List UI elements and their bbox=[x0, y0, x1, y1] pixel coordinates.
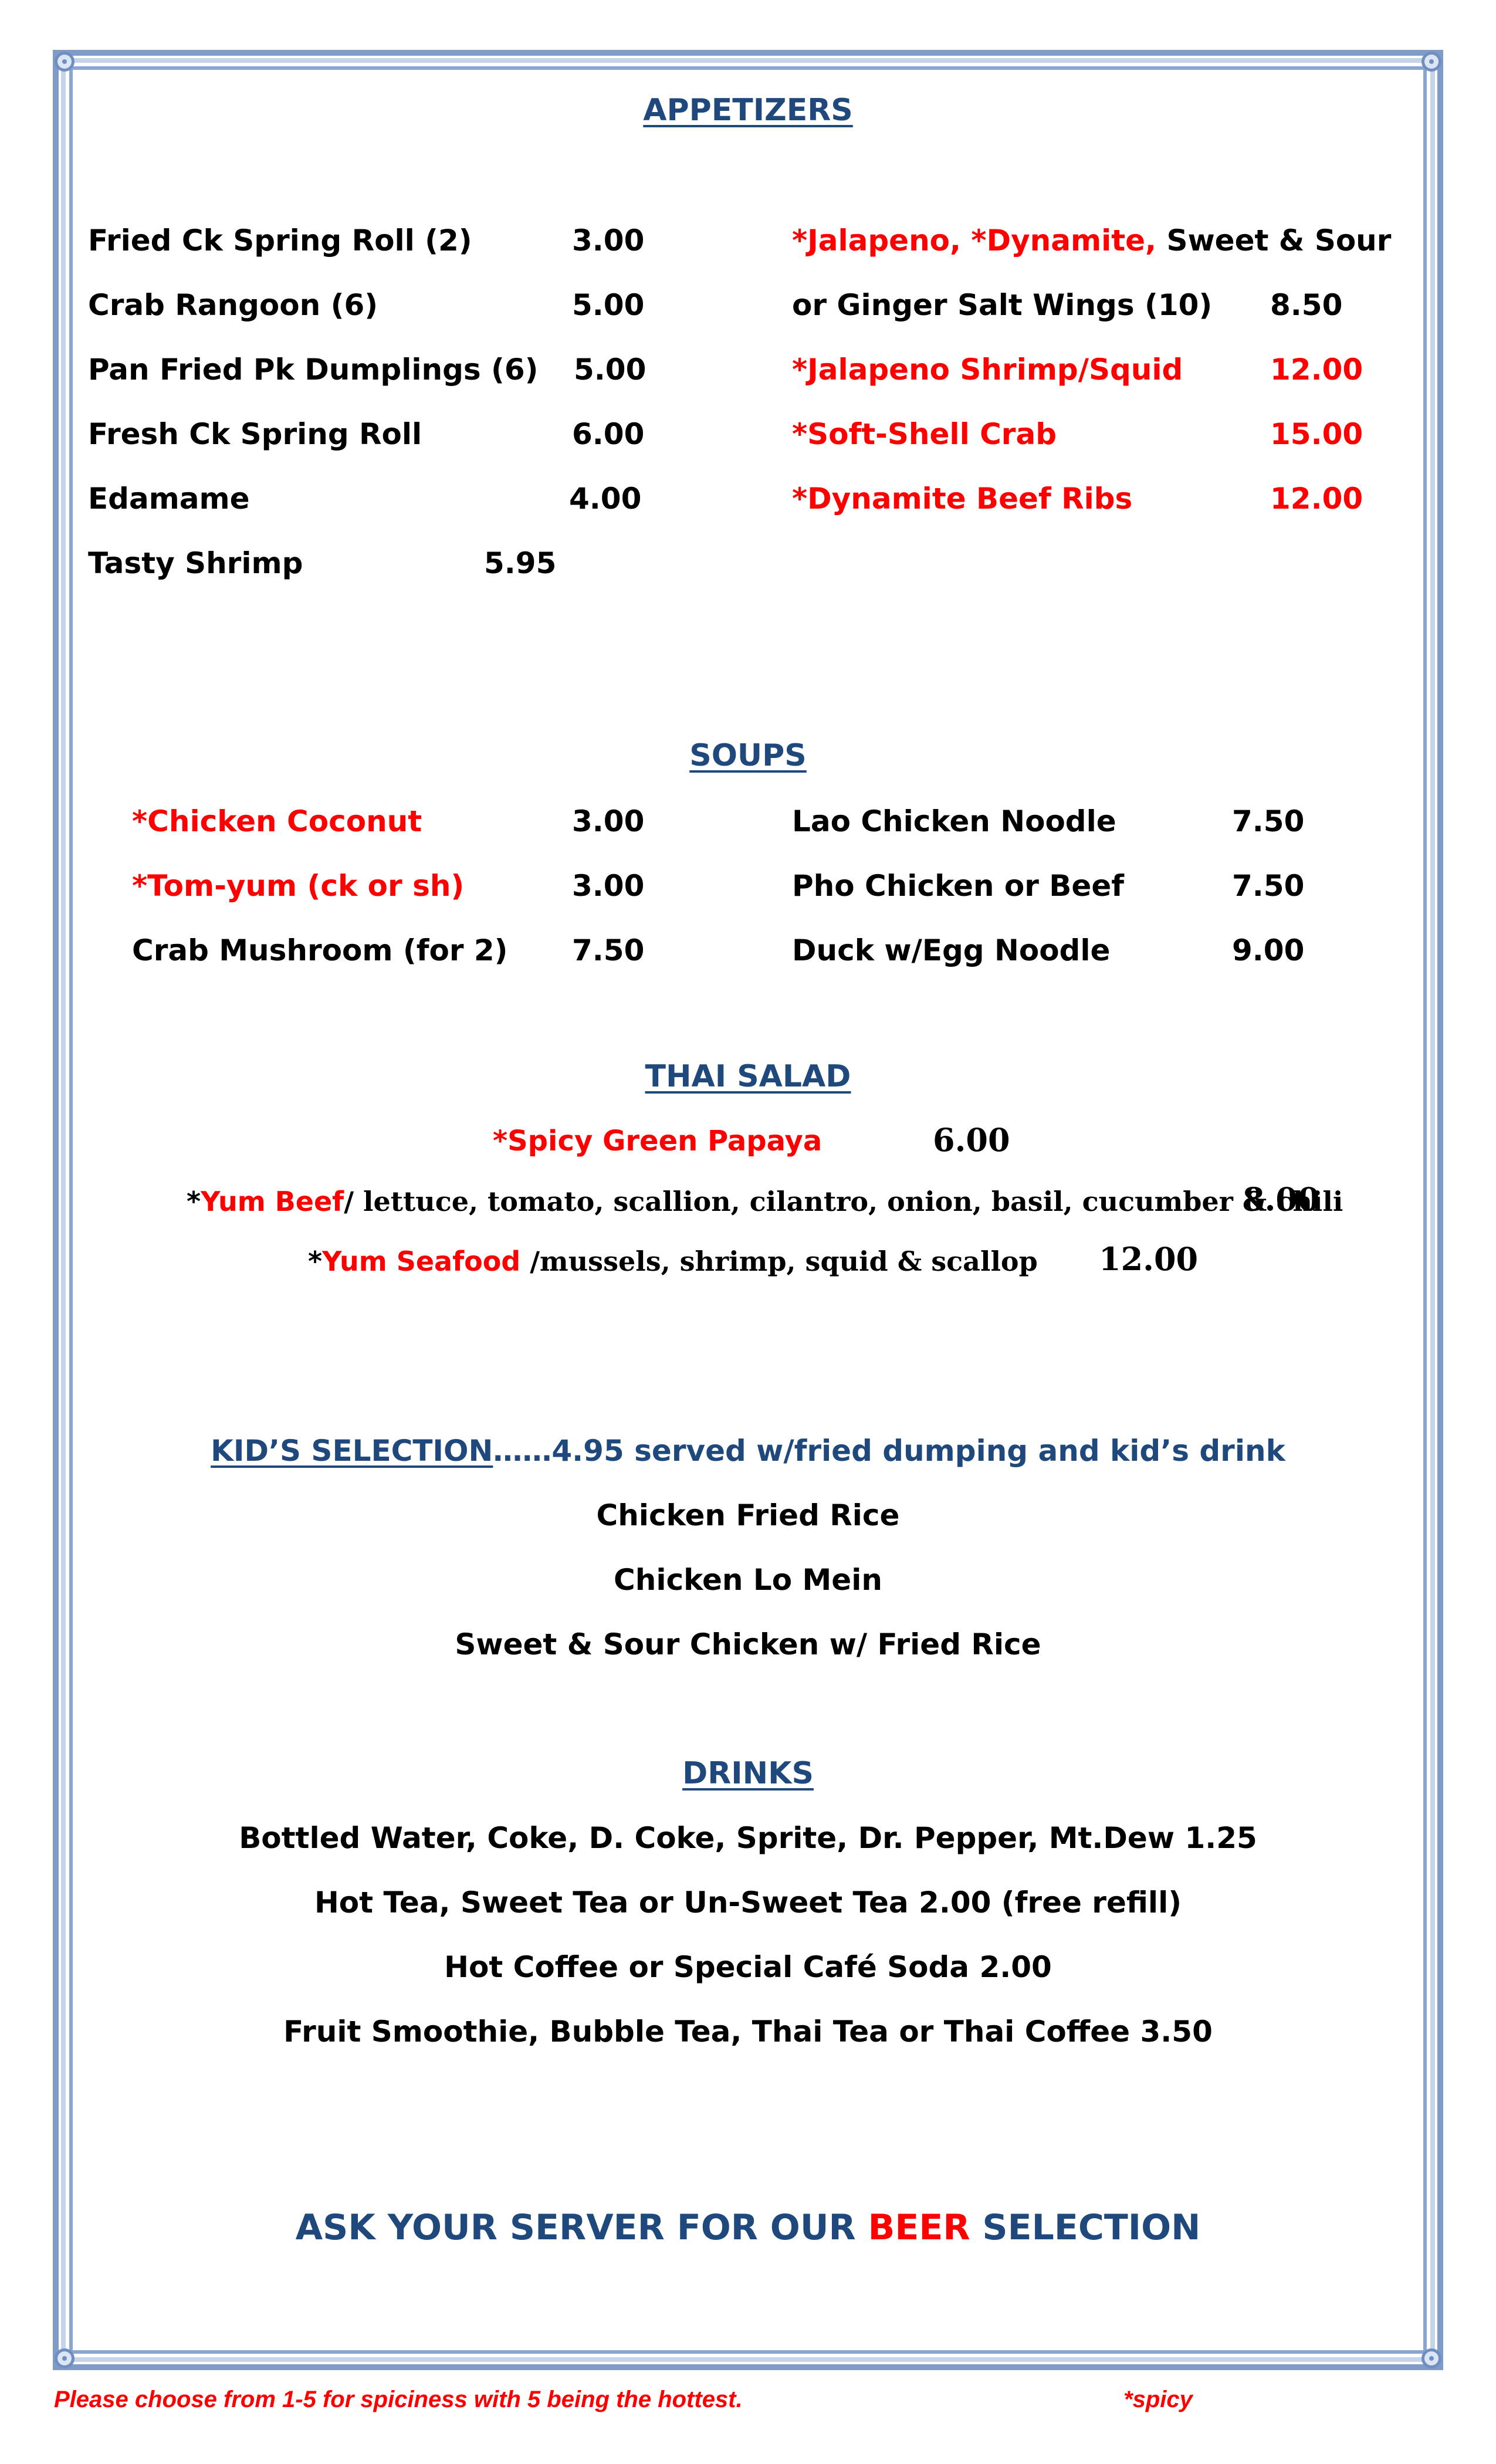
menu-border-inner bbox=[69, 66, 1427, 2354]
soup-name: *Tom-yum (ck or sh) bbox=[132, 869, 465, 903]
appetizer-name: *Jalapeno Shrimp/Squid bbox=[792, 353, 1183, 387]
spicy-legend: *spicy bbox=[1123, 2387, 1193, 2412]
corner-ornament-icon bbox=[1421, 2348, 1441, 2368]
beer-callout-text: ASK YOUR SERVER FOR OUR bbox=[295, 2207, 868, 2248]
soup-price: 3.00 bbox=[572, 869, 645, 903]
drink-item: Fruit Smoothie, Bubble Tea, Thai Tea or … bbox=[283, 2015, 1213, 2049]
wings-spicy-flavors: *Jalapeno, *Dynamite, bbox=[792, 224, 1157, 258]
salad-name: Yum Seafood bbox=[322, 1245, 530, 1277]
appetizer-price: 12.00 bbox=[1270, 482, 1363, 516]
soup-price: 7.50 bbox=[1232, 804, 1305, 838]
kids-heading-line: KID’S SELECTION……4.95 served w/fried dum… bbox=[0, 1433, 1496, 1468]
appetizer-price: 12.00 bbox=[1270, 353, 1363, 387]
salad-price: 8.00 bbox=[1243, 1180, 1320, 1218]
appetizer-name: Crab Rangoon (6) bbox=[88, 288, 378, 322]
salad-name: *Spicy Green Papaya bbox=[493, 1125, 823, 1157]
wings-price: 8.50 bbox=[1270, 288, 1343, 322]
drinks-heading: DRINKS bbox=[682, 1756, 814, 1791]
soups-heading: SOUPS bbox=[689, 738, 807, 773]
appetizer-price: 6.00 bbox=[572, 417, 645, 451]
kids-heading: KID’S SELECTION bbox=[211, 1434, 493, 1468]
spicy-star: * bbox=[308, 1245, 323, 1277]
appetizer-price: 4.00 bbox=[569, 482, 642, 516]
corner-ornament-icon bbox=[1421, 52, 1441, 72]
beer-callout: ASK YOUR SERVER FOR OUR BEER SELECTION bbox=[0, 2206, 1496, 2249]
appetizer-price: 5.00 bbox=[574, 353, 647, 387]
appetizer-price: 15.00 bbox=[1270, 417, 1363, 451]
appetizer-price: 3.00 bbox=[572, 224, 645, 258]
drink-item: Bottled Water, Coke, D. Coke, Sprite, Dr… bbox=[239, 1821, 1257, 1855]
salad-price: 6.00 bbox=[933, 1121, 1010, 1159]
appetizer-price: 5.00 bbox=[572, 288, 645, 322]
soup-price: 7.50 bbox=[572, 933, 645, 967]
soup-name: Duck w/Egg Noodle bbox=[792, 933, 1111, 967]
beer-callout-text: SELECTION bbox=[970, 2207, 1201, 2248]
salad-name: Yum Beef bbox=[201, 1186, 344, 1217]
appetizer-name: *Dynamite Beef Ribs bbox=[792, 482, 1133, 516]
thai-salad-heading: THAI SALAD bbox=[645, 1059, 851, 1094]
appetizer-name: Fried Ck Spring Roll (2) bbox=[88, 224, 472, 258]
salad-line-yum-seafood: *Yum Seafood /mussels, shrimp, squid & s… bbox=[308, 1244, 1038, 1279]
kids-item: Chicken Lo Mein bbox=[614, 1563, 882, 1597]
appetizer-name: Pan Fried Pk Dumplings (6) bbox=[88, 353, 539, 387]
corner-ornament-icon bbox=[55, 52, 75, 72]
soup-name: Lao Chicken Noodle bbox=[792, 804, 1116, 838]
wings-line-2: or Ginger Salt Wings (10) bbox=[792, 288, 1213, 322]
soup-name: Pho Chicken or Beef bbox=[792, 869, 1124, 903]
spiciness-note: Please choose from 1-5 for spiciness wit… bbox=[54, 2387, 743, 2412]
drink-item: Hot Tea, Sweet Tea or Un-Sweet Tea 2.00 … bbox=[314, 1886, 1182, 1920]
kids-tagline: ……4.95 served w/fried dumping and kid’s … bbox=[493, 1434, 1285, 1468]
soup-name: Crab Mushroom (for 2) bbox=[132, 933, 508, 967]
salad-line-yum-beef: *Yum Beef/ lettuce, tomato, scallion, ci… bbox=[187, 1184, 1343, 1219]
appetizer-price: 5.95 bbox=[484, 546, 557, 580]
corner-ornament-icon bbox=[55, 2348, 75, 2368]
salad-price: 12.00 bbox=[1099, 1240, 1199, 1278]
salad-description: /mussels, shrimp, squid & scallop bbox=[530, 1245, 1038, 1277]
appetizer-name: *Soft-Shell Crab bbox=[792, 417, 1057, 451]
soup-price: 7.50 bbox=[1232, 869, 1305, 903]
spicy-star: * bbox=[187, 1186, 201, 1217]
salad-description: / lettuce, tomato, scallion, cilantro, o… bbox=[344, 1186, 1343, 1217]
drink-item: Hot Coffee or Special Café Soda 2.00 bbox=[444, 1950, 1052, 1984]
kids-item: Chicken Fried Rice bbox=[596, 1498, 900, 1532]
wings-plain-flavor: Sweet & Sour bbox=[1166, 224, 1392, 258]
appetizers-heading: APPETIZERS bbox=[643, 93, 853, 128]
soup-price: 9.00 bbox=[1232, 933, 1305, 967]
wings-line-1: *Jalapeno, *Dynamite, Sweet & Sour bbox=[792, 223, 1391, 258]
soup-price: 3.00 bbox=[572, 804, 645, 838]
beer-highlight: BEER bbox=[868, 2207, 970, 2248]
menu-border-outer bbox=[53, 50, 1443, 2370]
appetizer-name: Edamame bbox=[88, 482, 250, 516]
menu-border-stripe bbox=[61, 58, 1435, 2362]
appetizer-name: Tasty Shrimp bbox=[88, 546, 303, 580]
soup-name: *Chicken Coconut bbox=[132, 804, 422, 838]
kids-item: Sweet & Sour Chicken w/ Fried Rice bbox=[455, 1627, 1041, 1661]
appetizer-name: Fresh Ck Spring Roll bbox=[88, 417, 422, 451]
